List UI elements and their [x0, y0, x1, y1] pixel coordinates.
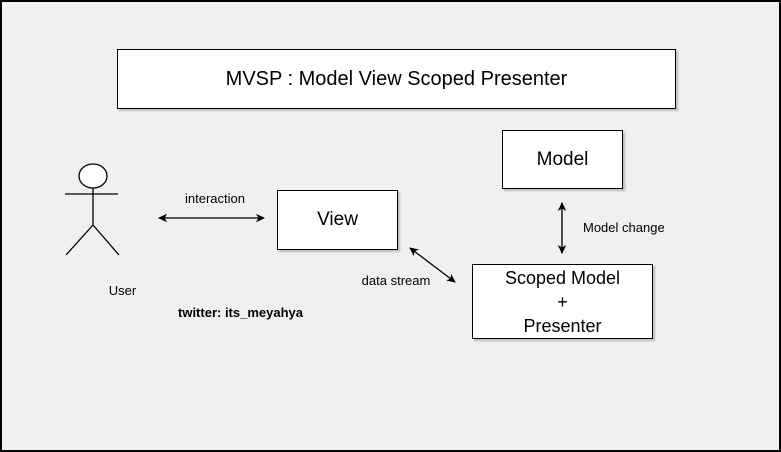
title-box: MVSP : Model View Scoped Presenter — [117, 49, 676, 109]
user-label: User — [108, 283, 137, 298]
node-scoped-label: Scoped Model + Presenter — [504, 267, 621, 336]
node-scoped-model-presenter: Scoped Model + Presenter — [472, 264, 653, 339]
node-model: Model — [502, 130, 623, 189]
interaction-label: interaction — [185, 191, 245, 206]
twitter-credit: twitter: its_meyahya — [178, 305, 303, 320]
model-change-label: Model change — [583, 220, 665, 235]
user-actor-icon — [65, 163, 120, 256]
diagram-title: MVSP : Model View Scoped Presenter — [225, 67, 568, 90]
data-stream-arrow — [409, 247, 456, 283]
node-model-label: Model — [536, 148, 589, 170]
node-view-label: View — [317, 209, 358, 230]
data-stream-label: data stream — [361, 273, 431, 288]
node-view: View — [277, 190, 398, 250]
